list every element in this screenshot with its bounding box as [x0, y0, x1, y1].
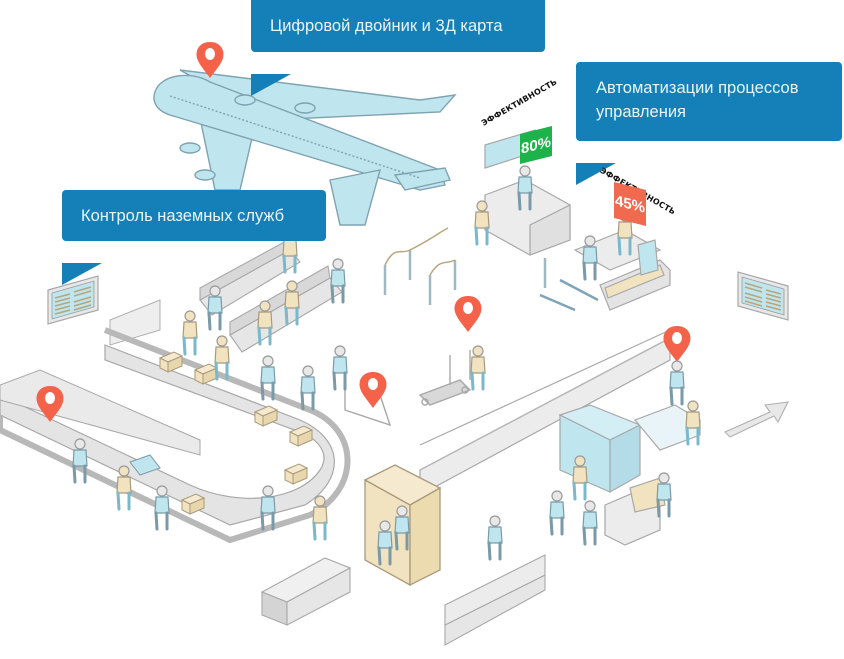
callout-digital-twin-text: Цифровой двойник и 3Д карта — [270, 17, 503, 35]
flight-board-icon — [737, 271, 789, 321]
efficiency-badge-bagdrop: 45% — [614, 182, 646, 226]
security-line — [419, 329, 701, 546]
callout-automation[interactable]: Автоматизации процессов управления — [576, 62, 842, 185]
callout-ground-control[interactable]: Контроль наземных служб — [62, 190, 326, 285]
check-in-desk — [484, 129, 571, 256]
callout-ground-control-text: Контроль наземных служб — [81, 207, 285, 225]
arrow-icon — [724, 401, 789, 438]
callout-automation-line2: управления — [596, 103, 686, 121]
airplane-icon — [153, 69, 457, 226]
bench — [444, 554, 546, 646]
callout-automation-line1: Автоматизации процессов — [596, 79, 799, 97]
bag-drop-desk — [573, 229, 671, 311]
storage-box — [260, 557, 352, 626]
queue-barrier — [383, 227, 599, 312]
info-booth — [363, 464, 442, 587]
callout-digital-twin[interactable]: Цифровой двойник и 3Д карта — [251, 0, 545, 96]
efficiency-value: 45% — [614, 191, 646, 217]
luggage-carts — [344, 350, 472, 427]
map-pin-icon[interactable] — [454, 296, 482, 332]
baggage-carousel — [0, 299, 351, 544]
efficiency-value: 80% — [520, 132, 552, 158]
